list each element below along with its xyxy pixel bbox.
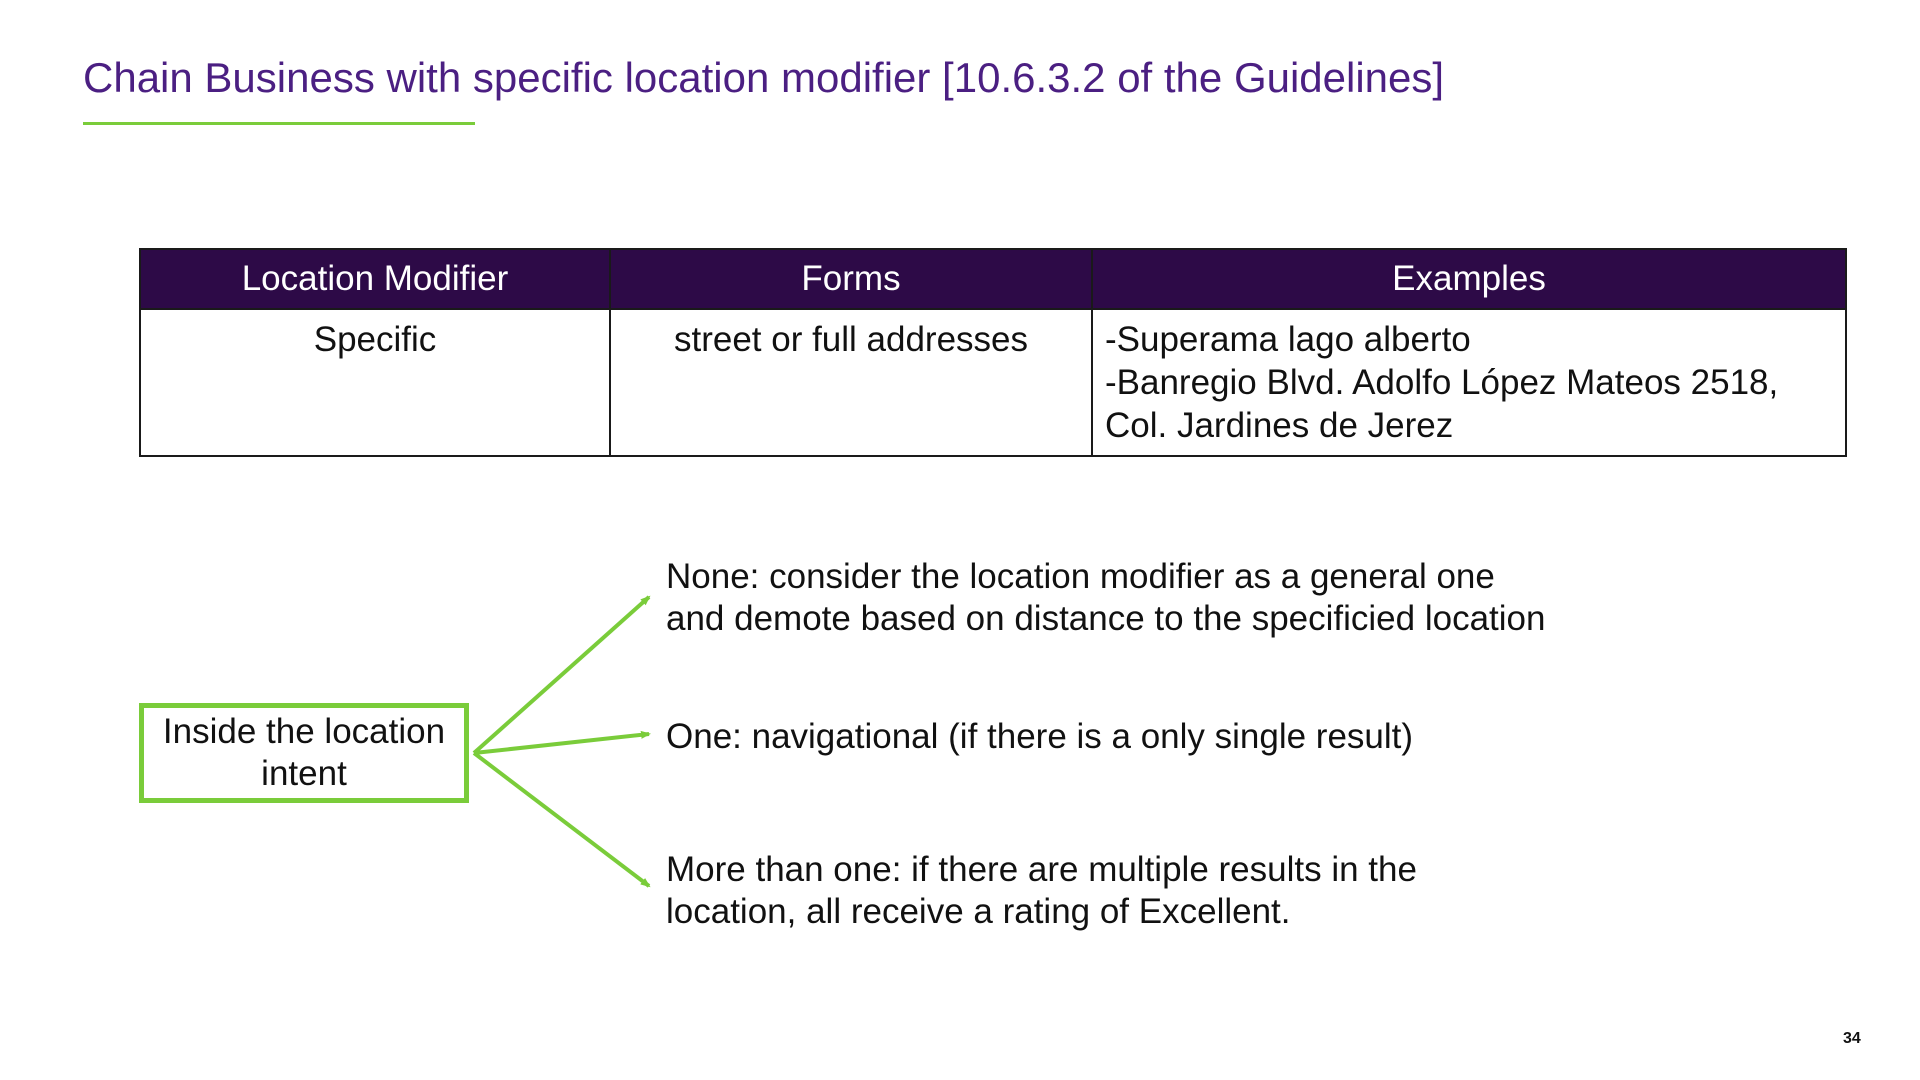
header-forms: Forms: [609, 248, 1093, 310]
outcome-one: One: navigational (if there is a only si…: [666, 716, 1413, 758]
outcome-line: More than one: if there are multiple res…: [666, 850, 1417, 889]
title-underline: [83, 122, 475, 125]
outcome-line: One: navigational (if there is a only si…: [666, 717, 1414, 756]
intent-box-line: intent: [261, 754, 347, 793]
header-examples: Examples: [1091, 248, 1847, 310]
page-number: 34: [1843, 1030, 1861, 1047]
table-row: Specific street or full addresses -Super…: [139, 308, 1847, 457]
example-line: Col. Jardines de Jerez: [1105, 406, 1454, 445]
header-location-modifier: Location Modifier: [139, 248, 611, 310]
outcome-none: None: consider the location modifier as …: [666, 556, 1545, 640]
intent-box-line: Inside the location: [162, 712, 446, 751]
table-header-row: Location Modifier Forms Examples: [139, 248, 1847, 310]
cell-modifier: Specific: [139, 308, 611, 457]
example-line: -Banregio Blvd. Adolfo López Mateos 2518…: [1105, 363, 1779, 402]
arrow-to-one: [473, 730, 651, 755]
outcome-line: and demote based on distance to the spec…: [666, 599, 1546, 638]
example-line: -Superama lago alberto: [1105, 320, 1471, 359]
slide-title: Chain Business with specific location mo…: [83, 54, 1445, 101]
arrow-to-none: [472, 595, 651, 755]
cell-forms: street or full addresses: [609, 308, 1093, 457]
cell-examples: -Superama lago alberto -Banregio Blvd. A…: [1091, 308, 1847, 457]
arrow-to-more-than-one: [472, 751, 651, 888]
location-modifier-table: Location Modifier Forms Examples Specifi…: [139, 248, 1847, 457]
outcome-line: location, all receive a rating of Excell…: [666, 892, 1291, 931]
inside-location-intent-box: Inside the location intent: [139, 703, 469, 803]
outcome-line: None: consider the location modifier as …: [666, 557, 1495, 596]
outcome-more-than-one: More than one: if there are multiple res…: [666, 849, 1417, 933]
